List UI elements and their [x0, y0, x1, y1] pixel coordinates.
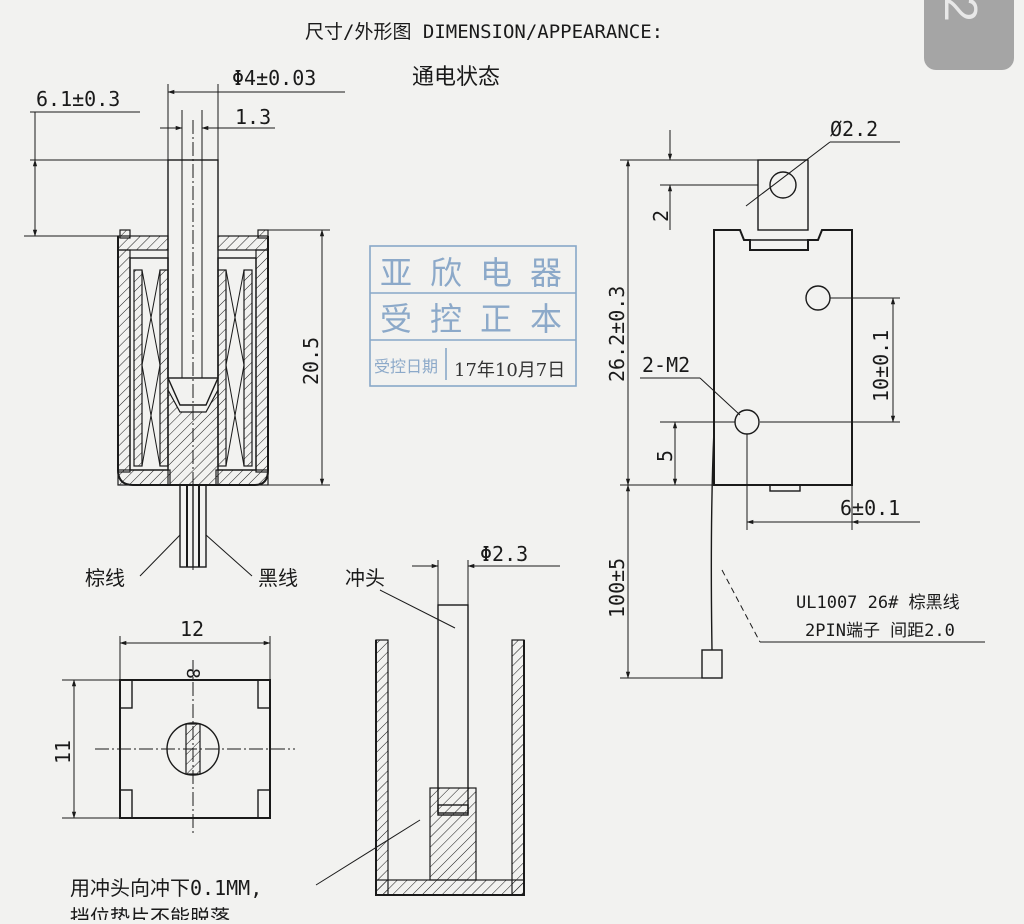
bottom-view: 12 8 11	[51, 617, 295, 835]
plunger-view: Φ2.3 冲头	[345, 542, 560, 896]
bottom-mark: 8	[182, 668, 203, 679]
stamp-char: 正	[480, 300, 512, 338]
plunger-dim-text: Φ2.3	[480, 542, 528, 566]
stamp-char: 控	[430, 300, 462, 338]
page-number-badge: 2	[924, 0, 1014, 70]
note-line1: 用冲头向冲下0.1MM,	[70, 876, 262, 900]
wire-spec-line1: UL1007 26# 棕黑线	[796, 593, 960, 613]
dim-lead-text: 100±5	[605, 558, 629, 618]
dim-hole-text: Ø2.2	[830, 117, 878, 141]
dim-plunger-text: 1.3	[235, 105, 271, 129]
note-line2: 挡位垫片不能脱落	[70, 905, 230, 920]
dim-screws-text: 2-M2	[642, 353, 690, 377]
plunger-label: 冲头	[345, 566, 385, 590]
page-number: 2	[934, 0, 987, 22]
dim-total-text: 26.2±0.3	[605, 286, 629, 382]
dim-width-text: 6±0.1	[840, 496, 900, 520]
drawing-title: 尺寸/外形图 DIMENSION/APPEARANCE:	[305, 21, 663, 43]
dim-pitch-text: 10±0.1	[869, 330, 893, 402]
dim-tab-text: 2	[649, 210, 673, 222]
wire-spec-line2: 2PIN端子 间距2.0	[805, 621, 955, 641]
stamp-char: 电	[480, 254, 512, 292]
bottom-height-text: 11	[51, 740, 75, 764]
stamp-char: 欣	[430, 254, 462, 292]
lead-brown-label: 棕线	[85, 566, 125, 590]
dim-bottom-text: 5	[653, 450, 677, 462]
state-label: 通电状态	[412, 65, 500, 90]
stamp-date-value: 17年10月7日	[454, 360, 565, 381]
dim-diameter-text: Φ4±0.03	[232, 66, 316, 90]
stamp-char: 亚	[380, 254, 412, 292]
control-stamp: 亚 欣 电 器 受 控 正 本 受控日期 17年10月7日	[369, 245, 577, 387]
stamp-date-label: 受控日期	[374, 357, 438, 376]
dim-height-text: 20.5	[299, 337, 323, 385]
lead-black-label: 黑线	[258, 566, 298, 590]
bottom-width-text: 12	[180, 617, 204, 641]
dim-stroke-text: 6.1±0.3	[36, 87, 120, 111]
stamp-char: 本	[530, 300, 562, 338]
stamp-char: 受	[380, 300, 412, 338]
main-section-view: 6.1±0.3 Φ4±0.03 1.3	[24, 66, 345, 590]
stamp-char: 器	[530, 254, 562, 292]
side-view: Ø2.2 2 26.2±0.3 2-M2 10±0.1 5 6	[605, 117, 985, 679]
